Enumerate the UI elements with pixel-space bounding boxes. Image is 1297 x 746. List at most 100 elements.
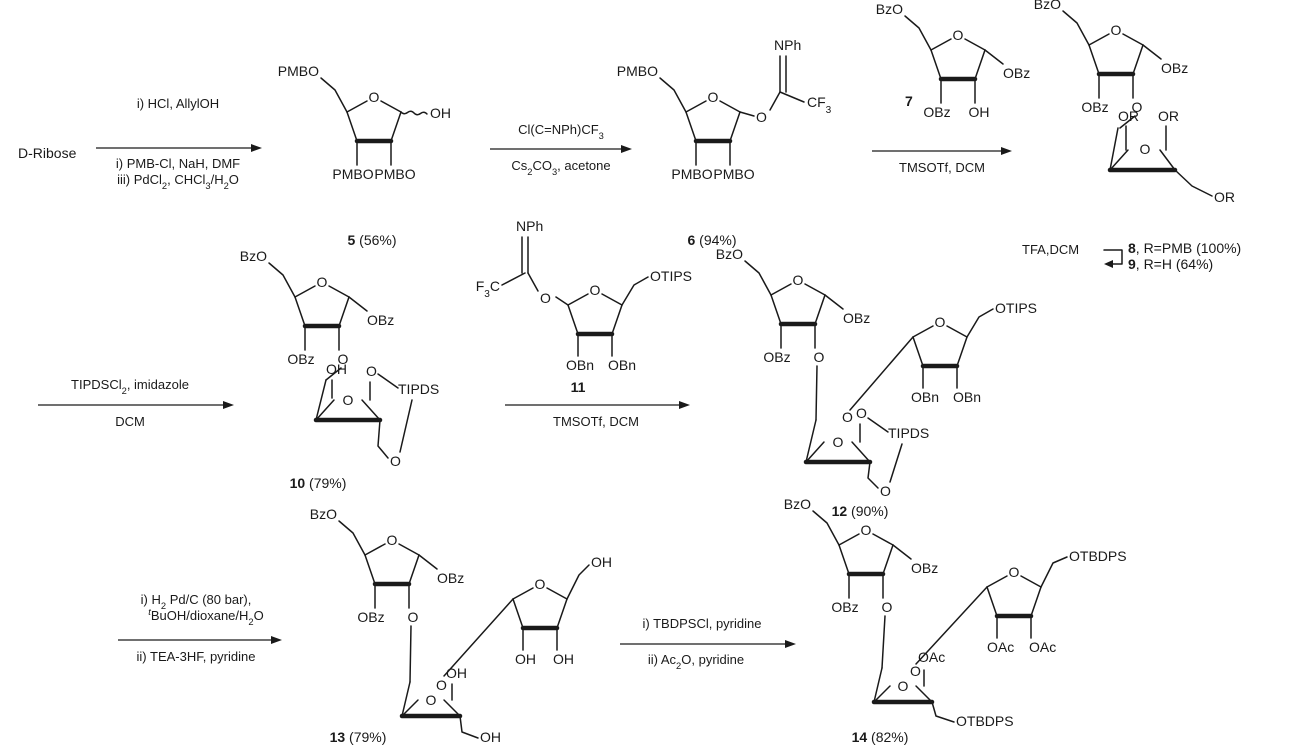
bond <box>881 615 886 669</box>
c5-bond <box>904 15 932 51</box>
compound-number: 9 <box>1128 256 1136 272</box>
condition-text: ii) TEA-3HF, pyridine <box>137 649 256 664</box>
compound-number: 5 <box>347 232 355 248</box>
bond <box>966 308 994 338</box>
condition-text: TMSOTf, DCM <box>553 414 639 429</box>
bond <box>915 685 933 703</box>
bond <box>338 296 350 327</box>
bond <box>986 586 998 617</box>
primary-substituent: BzO <box>876 1 903 17</box>
condition-text: Cl(C=NPh)CF3 <box>518 122 604 141</box>
ether-substituent: OR <box>1118 108 1139 124</box>
bond <box>1109 127 1119 171</box>
ring-oxygen: O <box>317 274 328 290</box>
bond <box>930 49 942 80</box>
condition-text: TIPDSCl2, imidazole <box>71 377 189 396</box>
compound-number: 12 <box>832 503 848 519</box>
bond <box>348 296 368 312</box>
benzyl-ether: OBn <box>953 389 981 405</box>
glycosidic-oxygen: O <box>882 599 893 615</box>
bond <box>946 325 968 338</box>
ring-oxygen: O <box>898 678 909 694</box>
acetate: OAc <box>918 649 945 665</box>
compound-detail: , R=H (64%) <box>1136 256 1213 272</box>
bond <box>915 586 988 665</box>
benzyl-ether: OBn <box>608 357 636 373</box>
ring-oxygen: O <box>861 522 872 538</box>
acetate: OAc <box>1029 639 1056 655</box>
bond <box>931 701 955 723</box>
bond <box>867 417 889 433</box>
reagent-7-number: 7 <box>905 93 913 109</box>
anomeric-benzoate: OBz <box>437 570 464 586</box>
c3-substituent: OBz <box>831 599 858 615</box>
glycosidic-oxygen: O <box>408 609 419 625</box>
bond <box>346 100 368 113</box>
primary-silyl-ether: OTIPS <box>995 300 1037 316</box>
bond <box>804 283 826 296</box>
bond <box>377 419 389 459</box>
primary-substituent: PMBO <box>278 63 319 79</box>
arrow-head <box>679 401 690 409</box>
primary-substituent: BzO <box>1034 0 1061 12</box>
bond <box>889 443 903 483</box>
ether-substituent: OR <box>1158 108 1179 124</box>
anomeric-benzoate: OBz <box>367 312 394 328</box>
bond <box>1109 149 1129 171</box>
compound-yield: (82%) <box>867 729 908 745</box>
trifluoromethyl: CF3 <box>807 94 832 116</box>
acetate: OAc <box>987 639 1014 655</box>
hydroxyl: OH <box>553 651 574 667</box>
bond <box>849 336 914 411</box>
bond <box>824 294 844 310</box>
c3-substituent: OBz <box>923 104 950 120</box>
trifluoromethyl: F3C <box>476 278 500 300</box>
compound-number: 13 <box>330 729 346 745</box>
ring-oxygen: O <box>590 282 601 298</box>
bond <box>1030 586 1042 617</box>
ring-oxygen: O <box>935 314 946 330</box>
bond <box>685 111 697 142</box>
c5-bond <box>320 77 348 113</box>
arrow-head <box>621 145 632 153</box>
arrow-head <box>1001 147 1012 155</box>
bond <box>867 461 879 489</box>
bond <box>443 699 461 717</box>
primary-silyl-ether: OTBDPS <box>1069 548 1127 564</box>
bond <box>956 336 968 367</box>
bond <box>621 276 649 306</box>
bond <box>567 304 579 335</box>
ring-oxygen: O <box>369 89 380 105</box>
ring-oxygen: O <box>1140 141 1151 157</box>
linker-oxygen: O <box>540 290 551 306</box>
bond <box>390 111 402 142</box>
glycosidic-oxygen: O <box>338 351 349 367</box>
benzyl-ether: OBn <box>911 389 939 405</box>
ring-oxygen: O <box>1111 22 1122 38</box>
bond <box>315 379 327 421</box>
compound-9-label: 9, R=H (64%) <box>1128 256 1213 272</box>
c3-substituent: OBz <box>763 349 790 365</box>
bond <box>408 554 420 585</box>
imidate-nitrogen: NPh <box>516 218 543 234</box>
linker-oxygen: O <box>756 109 767 125</box>
bond <box>512 598 524 629</box>
bond <box>685 100 707 113</box>
condition-text: i) TBDPSCl, pyridine <box>643 616 762 631</box>
hydroxyl: OH <box>446 665 467 681</box>
silyl-oxygen: O <box>390 453 401 469</box>
condition-text: DCM <box>115 414 145 429</box>
compound-14-label: 14 (82%) <box>852 729 909 745</box>
bond <box>1174 169 1213 197</box>
condition-text: Cs2CO3, acetone <box>511 158 610 177</box>
bond <box>729 111 741 142</box>
